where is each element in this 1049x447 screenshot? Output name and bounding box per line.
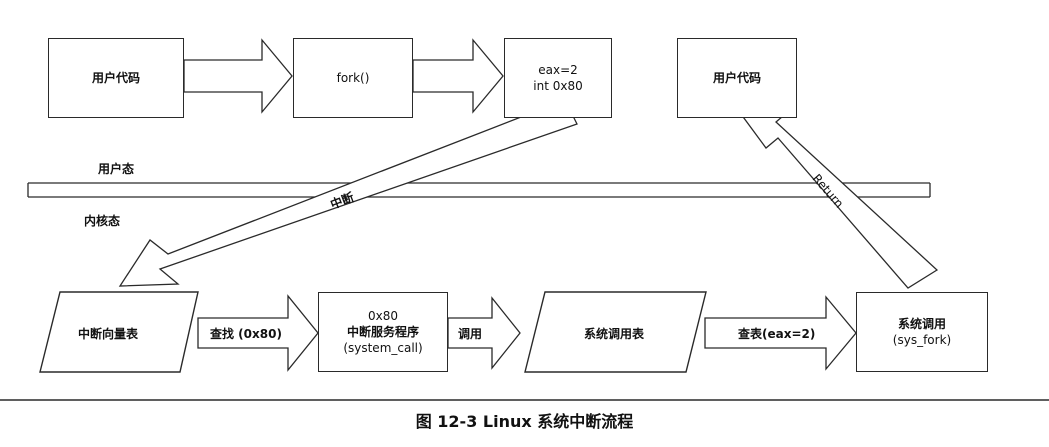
fork-label: fork() [336,70,370,85]
lookup-label: 查找 (0x80) [210,327,282,341]
isr-func-label: (system_call) [343,341,423,356]
arrow-lookup [197,294,319,372]
arrow-return [736,109,939,289]
vector-table-shape [39,291,199,373]
arrow-lookup-table [704,295,857,371]
mode-boundary [27,182,931,198]
syscall-table-label: 系统调用表 [584,327,645,341]
user-mode-label: 用户态 [98,162,135,176]
lookup-table-label: 查表(eax=2) [738,327,816,341]
vector-table-label: 中断向量表 [78,327,139,341]
eax-label: eax=2 [538,62,578,77]
isr-box: 0x80 中断服务程序 (system_call) [318,292,448,372]
arrow-usercode-to-fork [183,38,293,114]
call-label: 调用 [458,327,483,341]
kernel-mode-label: 内核态 [84,214,121,228]
int-label: int 0x80 [533,79,583,93]
isr-name-label: 中断服务程序 [346,324,419,339]
fork-box: fork() [293,38,413,118]
sys-fork-title: 系统调用 [897,316,946,331]
isr-vector-label: 0x80 [367,308,398,323]
sys-fork-func: (sys_fork) [892,333,952,347]
int-0x80-box: eax=2 int 0x80 [504,38,612,118]
arrow-interrupt [118,99,578,287]
sys-fork-box: 系统调用 (sys_fork) [856,292,988,372]
user-code-right-label: 用户代码 [712,70,761,85]
user-code-left-label: 用户代码 [91,70,140,85]
arrow-fork-to-int [412,38,504,114]
user-code-box-right: 用户代码 [677,38,797,118]
user-code-box-left: 用户代码 [48,38,184,118]
arrow-call [447,296,521,370]
figure-caption: 图 12-3 Linux 系统中断流程 [415,412,634,431]
syscall-table-shape [524,291,707,373]
